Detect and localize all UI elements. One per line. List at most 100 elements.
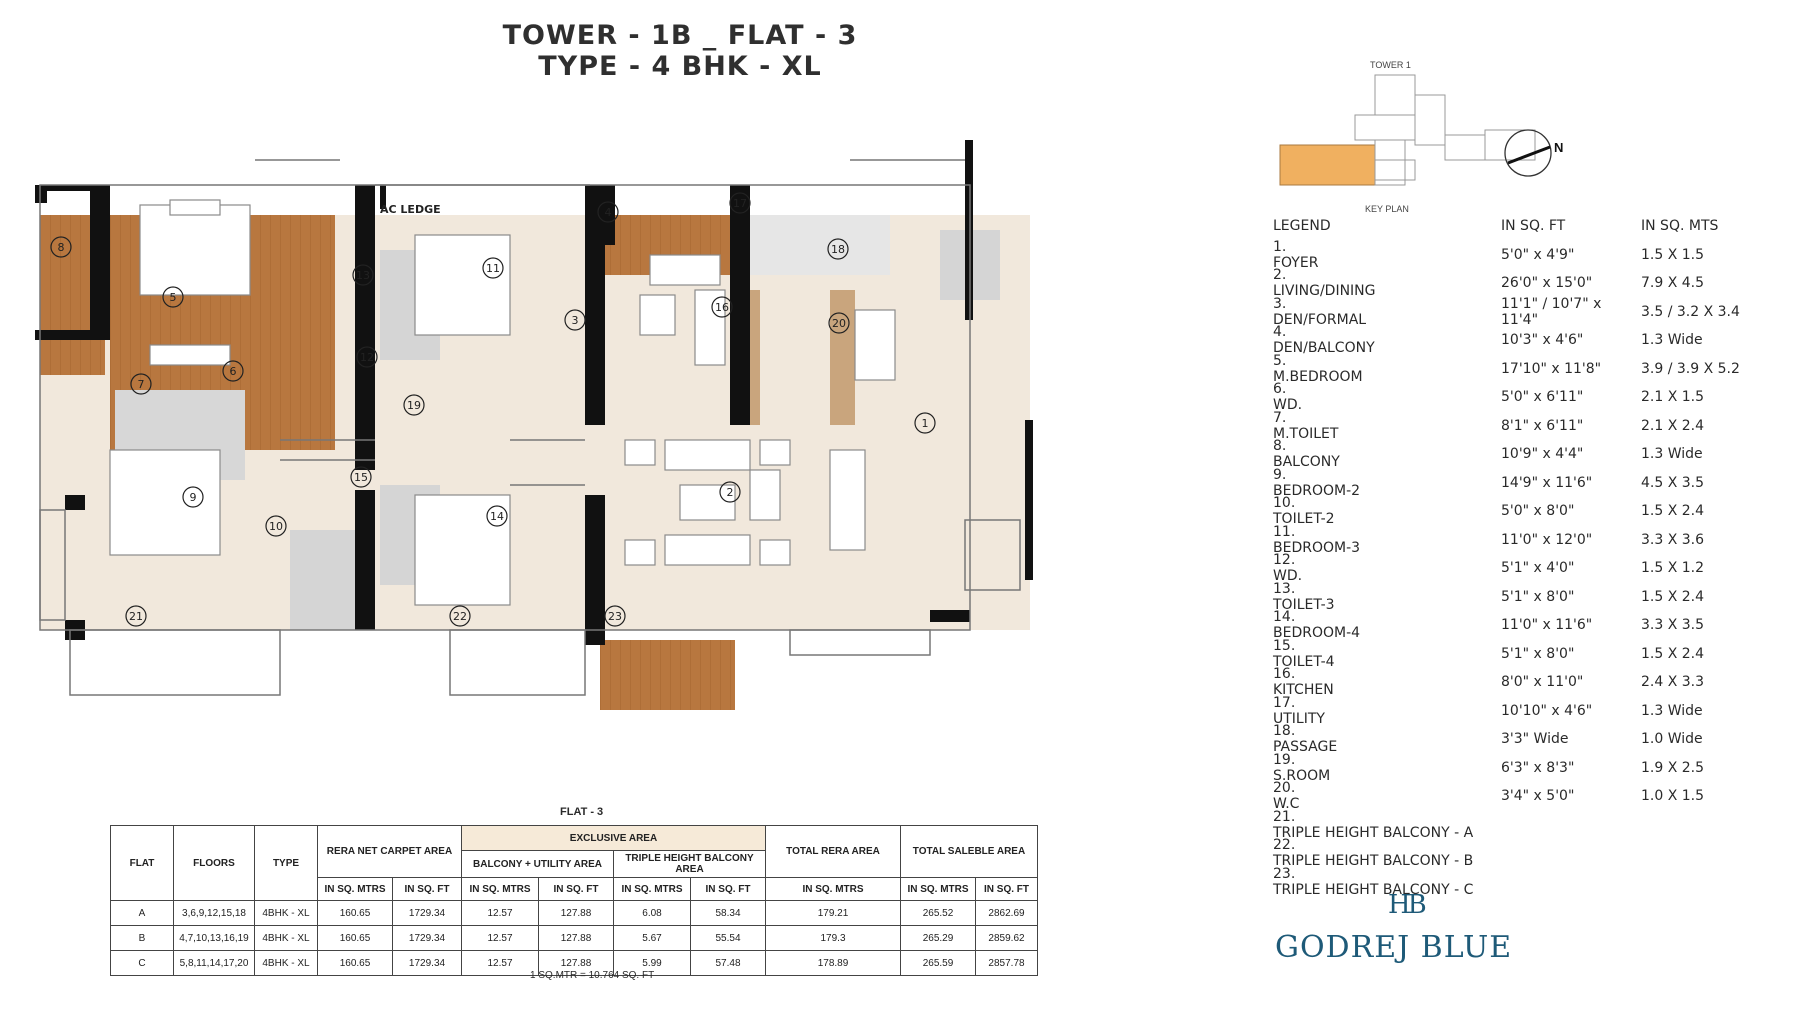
legend-item-number: 23. [1273, 865, 1296, 882]
table-cell: 5,8,11,14,17,20 [173, 950, 255, 976]
room-marker-circle [828, 312, 850, 334]
plan-title: TOWER - 1B _ FLAT - 3 TYPE - 4 BHK - XL [470, 20, 890, 82]
legend-item-sqft: 10'10" x 4'6" [1501, 702, 1593, 719]
legend-item-name: 23.TRIPLE HEIGHT BALCONY - C [1273, 866, 1501, 898]
title-line-1: TOWER - 1B _ FLAT - 3 [502, 20, 858, 51]
north-arrow-icon: N [1504, 129, 1563, 177]
bed-4 [414, 494, 511, 606]
table-cell: 2862.69 [975, 900, 1038, 926]
legend-header: LEGEND IN SQ. FT IN SQ. MTS [1273, 212, 1793, 241]
legend-header-sqm: IN SQ. MTS [1641, 218, 1719, 235]
table-cell: 4BHK - XL [254, 900, 318, 926]
legend-item-label: DEN/FORMAL [1273, 311, 1367, 328]
th-sqm: IN SQ. MTRS [613, 877, 691, 901]
legend-item-sqm: 1.5 X 1.5 [1641, 246, 1705, 263]
legend-item-name: 1.FOYER [1273, 239, 1501, 271]
legend-item-sqm: 1.5 X 2.4 [1641, 503, 1705, 520]
legend-item-sqm: 1.0 Wide [1641, 731, 1703, 748]
legend-item-sqm: 1.0 X 1.5 [1641, 788, 1705, 805]
room-number: 21 [129, 610, 143, 623]
legend-item-sqft: 3'3" Wide [1501, 731, 1569, 748]
legend-item-sqft: 5'1" x 8'0" [1501, 645, 1575, 662]
legend-item-number: 17. [1273, 694, 1296, 711]
legend-item-number: 5. [1273, 352, 1287, 369]
room-marker: 13 [352, 264, 374, 286]
room-marker-circle [356, 346, 378, 368]
room-marker-circle [162, 286, 184, 308]
legend-item-name: 19.S.ROOM [1273, 752, 1501, 784]
legend-item-name: 16.KITCHEN [1273, 666, 1501, 698]
floor-fills [40, 215, 1030, 710]
room-marker: 11 [482, 257, 504, 279]
table-cell: 265.52 [900, 900, 976, 926]
room-marker-circle [350, 466, 372, 488]
room-marker-circle [352, 264, 374, 286]
room-number: 16 [715, 301, 729, 314]
room-number: 2 [727, 486, 734, 499]
legend-row: 12.WD.5'1" x 4'0"1.5 X 1.2 [1273, 552, 1793, 584]
legend-item-number: 7. [1273, 409, 1287, 426]
legend-item-sqm: 1.9 X 2.5 [1641, 759, 1705, 776]
room-marker-circle [597, 201, 619, 223]
legend-item-sqm: 2.1 X 1.5 [1641, 389, 1705, 406]
legend-item-sqm: 1.5 X 2.4 [1641, 645, 1705, 662]
room-marker: 7 [130, 373, 152, 395]
legend-item-number: 16. [1273, 666, 1296, 683]
room-marker-circle [711, 296, 733, 318]
brand-monogram-logo: HB [1388, 890, 1427, 920]
legend-item-sqft: 10'9" x 4'4" [1501, 446, 1584, 463]
legend-item-name: 18.PASSAGE [1273, 723, 1501, 755]
legend-item-label: LIVING/DINING [1273, 283, 1376, 300]
th-sqm: IN SQ. MTRS [765, 877, 901, 901]
legend-item-label: PASSAGE [1273, 739, 1338, 756]
legend-item-label: S.ROOM [1273, 767, 1331, 784]
table-cell: 1729.34 [392, 900, 462, 926]
room-marker-circle [604, 605, 626, 627]
utility-floor [730, 215, 890, 275]
room-number: 15 [354, 471, 368, 484]
legend-item-sqm: 3.5 / 3.2 X 3.4 [1641, 303, 1740, 320]
room-number: 23 [608, 610, 622, 623]
legend-item-name: 10.TOILET-2 [1273, 495, 1501, 527]
room-number: 17 [733, 197, 747, 210]
key-plan: TOWER 1 KEY PLAN N [1279, 60, 1563, 214]
table-cell: 3,6,9,12,15,18 [173, 900, 255, 926]
sofa-den [649, 254, 721, 286]
sofa-living-top [664, 439, 751, 471]
legend-item-number: 21. [1273, 808, 1296, 825]
legend-item-label: BEDROOM-2 [1273, 482, 1361, 499]
room-marker: 5 [162, 286, 184, 308]
room-marker: 23 [604, 605, 626, 627]
table-cell: 12.57 [461, 900, 539, 926]
room-marker-circle [125, 605, 147, 627]
legend-item-number: 13. [1273, 580, 1296, 597]
room-marker: 9 [182, 486, 204, 508]
table-cell: 2857.78 [975, 950, 1038, 976]
legend-item-name: 5.M.BEDROOM [1273, 353, 1501, 385]
room-number: 10 [269, 520, 283, 533]
bed-3 [414, 234, 511, 336]
north-label: N [1554, 140, 1563, 155]
room-marker: 17 [729, 192, 751, 214]
bed-2 [109, 449, 221, 556]
legend-item-number: 14. [1273, 609, 1296, 626]
legend-item-label: TOILET-3 [1273, 596, 1335, 613]
legend-item-number: 8. [1273, 438, 1287, 455]
room-marker: 21 [125, 605, 147, 627]
area-table-footnote: 1 SQ.MTR = 10.764 SQ. FT [530, 970, 655, 981]
brand-name-logo: GODREJ BLUE [1275, 930, 1513, 965]
room-marker-circle [130, 373, 152, 395]
room-marker-circle [486, 505, 508, 527]
legend-item-label: BEDROOM-4 [1273, 625, 1361, 642]
ac-ledge-label: AC LEDGE [380, 203, 441, 216]
table-cell: 1729.34 [392, 950, 462, 976]
legend-item-number: 6. [1273, 381, 1287, 398]
